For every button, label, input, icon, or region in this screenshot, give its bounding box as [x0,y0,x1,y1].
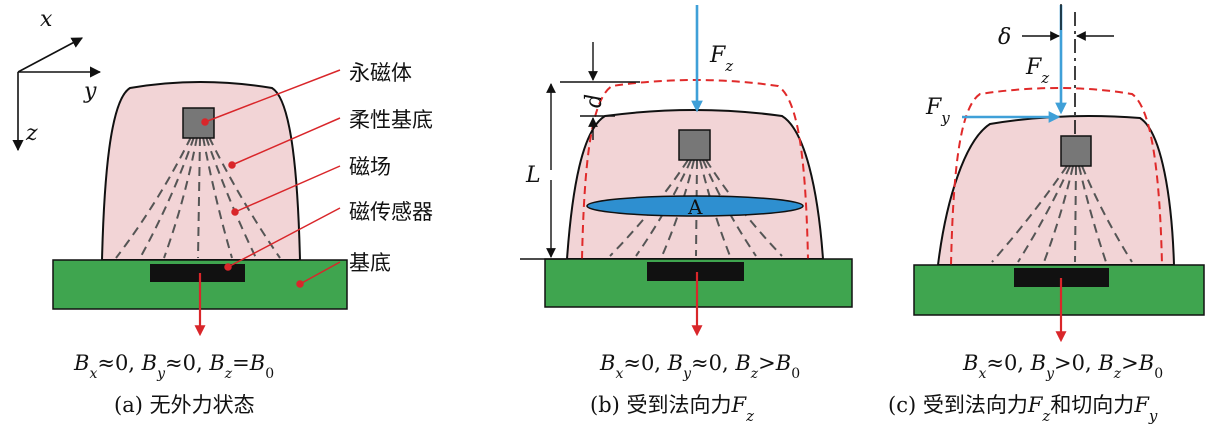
caption-b: (b) 受到法向力Fz [590,393,754,425]
permanent-magnet-a [182,107,215,139]
dimension-d-label: d [582,94,607,108]
delta-label: δ [998,25,1011,50]
z-axis-label: z [25,121,38,146]
label-magnetic-field: 磁场 [349,155,391,179]
force-fz-label-c: Fz [1025,55,1049,87]
displacement-delta [1022,4,1114,41]
label-magnetic-sensor: 磁传感器 [349,200,433,224]
x-axis-label: x [40,7,53,32]
panel-a: 永磁体 柔性基底 磁场 磁传感器 基底 Bx≈0, By≈0, Bz=B0 (a… [52,61,433,417]
magnetic-field-lines-a [115,136,281,259]
caption-c: (c) 受到法向力Fz和切向力Fy [888,393,1158,425]
label-flexible-base: 柔性基底 [349,108,433,132]
permanent-magnet-b [678,129,711,161]
force-fy-label-c: Fy [925,95,950,127]
y-axis-label: y [83,79,97,104]
formula-c: Bx≈0, By>0, Bz>B0 [962,351,1163,382]
force-fz-label-b: Fz [709,43,733,75]
original-outline-c [950,87,1163,266]
panel-c: Fz Fy δ Bx≈0, By>0, Bz>B0 (c) 受到法向力Fz和切向… [888,4,1205,425]
area-label-a: A [687,195,703,219]
sensor-chip-a [150,264,245,282]
magnetic-field-lines-c [991,165,1133,263]
original-outline-b [581,79,809,260]
panel-b: A Fz d L Bx≈0, By≈0, Bz>B0 (b) 受到法向力Fz [520,5,853,425]
sheared-dome-c [936,115,1176,266]
permanent-magnet-c [1060,135,1092,167]
sensor-chip-b [647,262,744,281]
sensor-chip-c [1014,268,1109,287]
label-substrate: 基底 [349,251,391,275]
dimension-l [520,83,566,260]
x-axis-arrow [17,37,83,73]
formula-b: Bx≈0, By≈0, Bz>B0 [599,351,800,382]
coordinate-axes: x y z [12,7,102,152]
flexible-dome-a [100,81,302,261]
formula-a: Bx≈0, By≈0, Bz=B0 [73,351,274,382]
leader-lines [201,69,341,288]
dimension-l-label: L [525,163,541,188]
label-permanent-magnet: 永磁体 [349,61,412,85]
dimension-d [560,42,640,140]
caption-a: (a) 无外力状态 [114,393,255,417]
cross-section-a-ellipse [586,195,804,217]
